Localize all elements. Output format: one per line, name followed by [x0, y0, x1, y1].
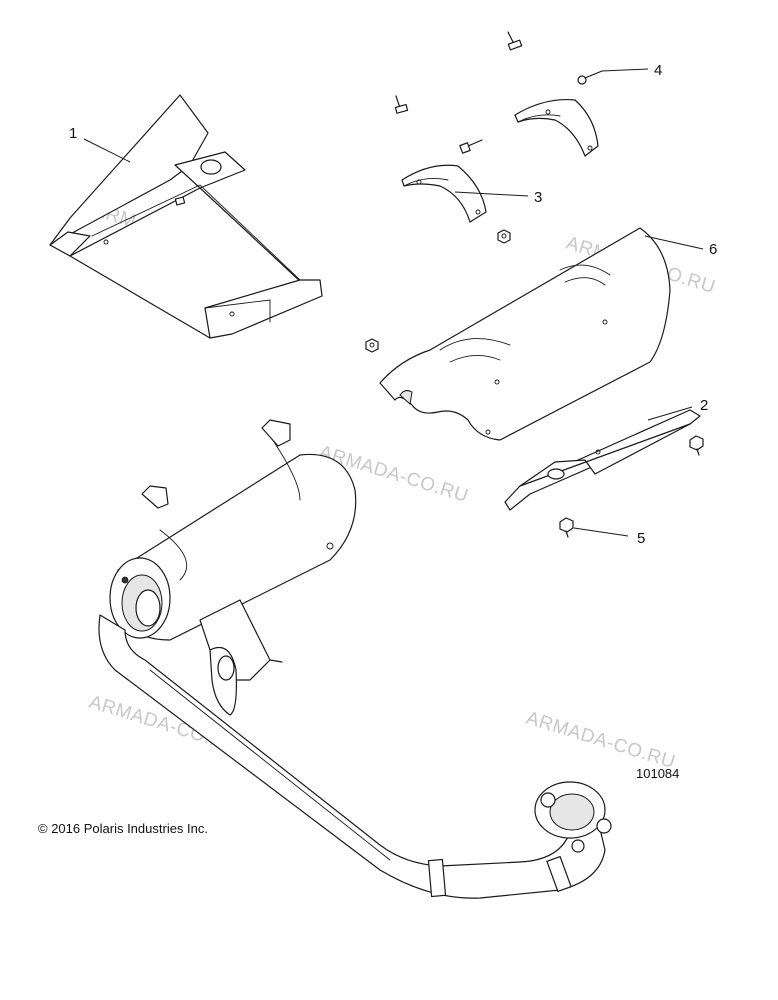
screws	[394, 31, 603, 154]
small-heat-shield-part-3	[401, 164, 487, 223]
callout-4: 4	[654, 62, 662, 79]
callout-2: 2	[700, 397, 708, 414]
watermark-5: ARMADA-CO.RU	[524, 708, 678, 773]
nuts	[365, 229, 511, 353]
muffler-heat-shield-part-6	[379, 227, 671, 441]
callout-3: 3	[534, 189, 542, 206]
copyright-text: © 2016 Polaris Industries Inc.	[38, 821, 208, 836]
heat-shield-part-1	[49, 94, 323, 339]
exhaust-pipe	[98, 614, 612, 899]
diagram-id: 101084	[636, 766, 680, 781]
callout-6: 6	[709, 241, 717, 258]
small-heat-shield-part-4	[514, 98, 599, 157]
callout-5: 5	[637, 530, 645, 547]
muffler-assembly	[109, 419, 357, 716]
callouts: 1 2 3 4 5 6	[69, 62, 717, 547]
bolts	[559, 435, 704, 538]
leader-lines	[83, 68, 704, 537]
bracket-part-2	[504, 409, 701, 511]
callout-1: 1	[69, 125, 77, 142]
